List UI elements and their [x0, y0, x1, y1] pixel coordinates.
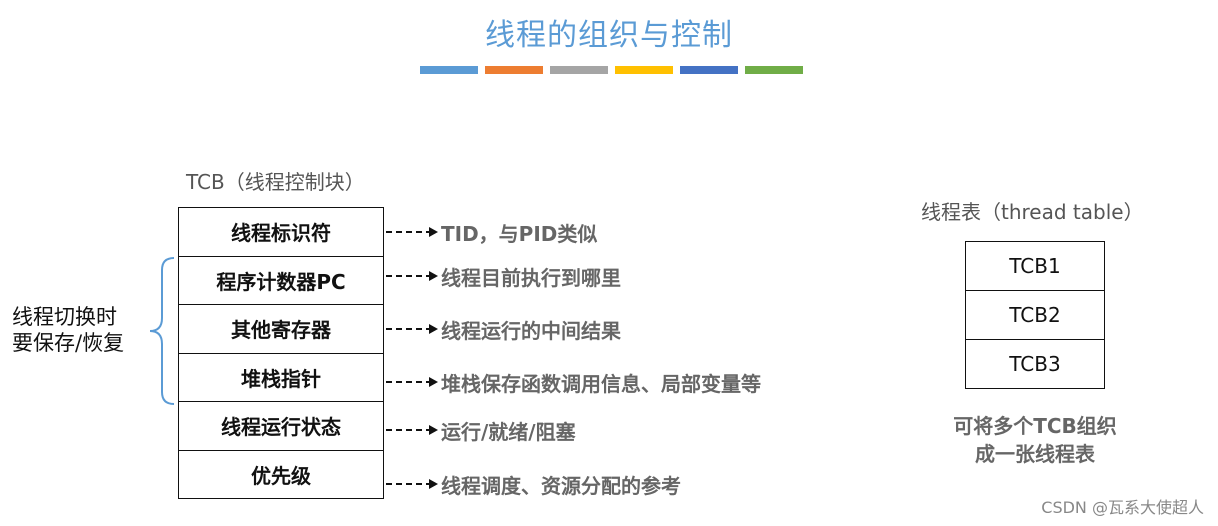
tcb-field-thread-state: 线程运行状态 [179, 402, 383, 451]
dashed-arrow [386, 425, 438, 435]
stripe-blue [420, 66, 478, 74]
tcb-field-priority: 优先级 [179, 451, 383, 499]
thread-table: TCB1 TCB2 TCB3 [965, 241, 1105, 389]
title-color-stripes [420, 66, 804, 74]
context-switch-note: 线程切换时 要保存/恢复 [12, 304, 124, 356]
tcb-field-program-counter: 程序计数器PC [179, 257, 383, 305]
thread-table-title: 线程表（thread table） [921, 200, 1144, 224]
tcb-desc-thread-state: 运行/就绪/阻塞 [441, 420, 576, 444]
tcb-field-registers: 其他寄存器 [179, 305, 383, 354]
tcb-desc-priority: 线程调度、资源分配的参考 [441, 474, 681, 498]
csdn-watermark: CSDN @瓦系大使超人 [1041, 498, 1204, 517]
dashed-arrow [386, 324, 438, 334]
tcb-desc-thread-id: TID，与PID类似 [441, 222, 598, 246]
stripe-gray [550, 66, 608, 74]
curly-brace-icon [149, 257, 175, 405]
thread-table-note-line2: 成一张线程表 [975, 442, 1095, 466]
tcb-table: 线程标识符 程序计数器PC 其他寄存器 堆栈指针 线程运行状态 优先级 [178, 207, 384, 499]
thread-table-row: TCB1 [966, 242, 1104, 291]
stripe-green [745, 66, 803, 74]
tcb-field-stack-pointer: 堆栈指针 [179, 354, 383, 402]
dashed-arrow [386, 377, 438, 387]
stripe-yellow [615, 66, 673, 74]
page-title: 线程的组织与控制 [485, 18, 733, 53]
thread-table-row: TCB3 [966, 340, 1104, 389]
tcb-title: TCB（线程控制块） [186, 170, 365, 194]
stripe-orange [485, 66, 543, 74]
tcb-desc-registers: 线程运行的中间结果 [441, 319, 621, 343]
tcb-desc-program-counter: 线程目前执行到哪里 [441, 266, 621, 290]
tcb-desc-stack-pointer: 堆栈保存函数调用信息、局部变量等 [441, 372, 761, 396]
thread-table-row: TCB2 [966, 291, 1104, 340]
context-switch-note-line1: 线程切换时 [12, 305, 117, 329]
dashed-arrow [386, 479, 438, 489]
tcb-field-thread-id: 线程标识符 [179, 208, 383, 257]
stripe-darkblue [680, 66, 738, 74]
dashed-arrow [386, 227, 438, 237]
dashed-arrow [386, 271, 438, 281]
context-switch-note-line2: 要保存/恢复 [12, 331, 125, 355]
thread-table-note-line1: 可将多个TCB组织 [953, 414, 1117, 438]
thread-table-note: 可将多个TCB组织 成一张线程表 [930, 412, 1140, 468]
